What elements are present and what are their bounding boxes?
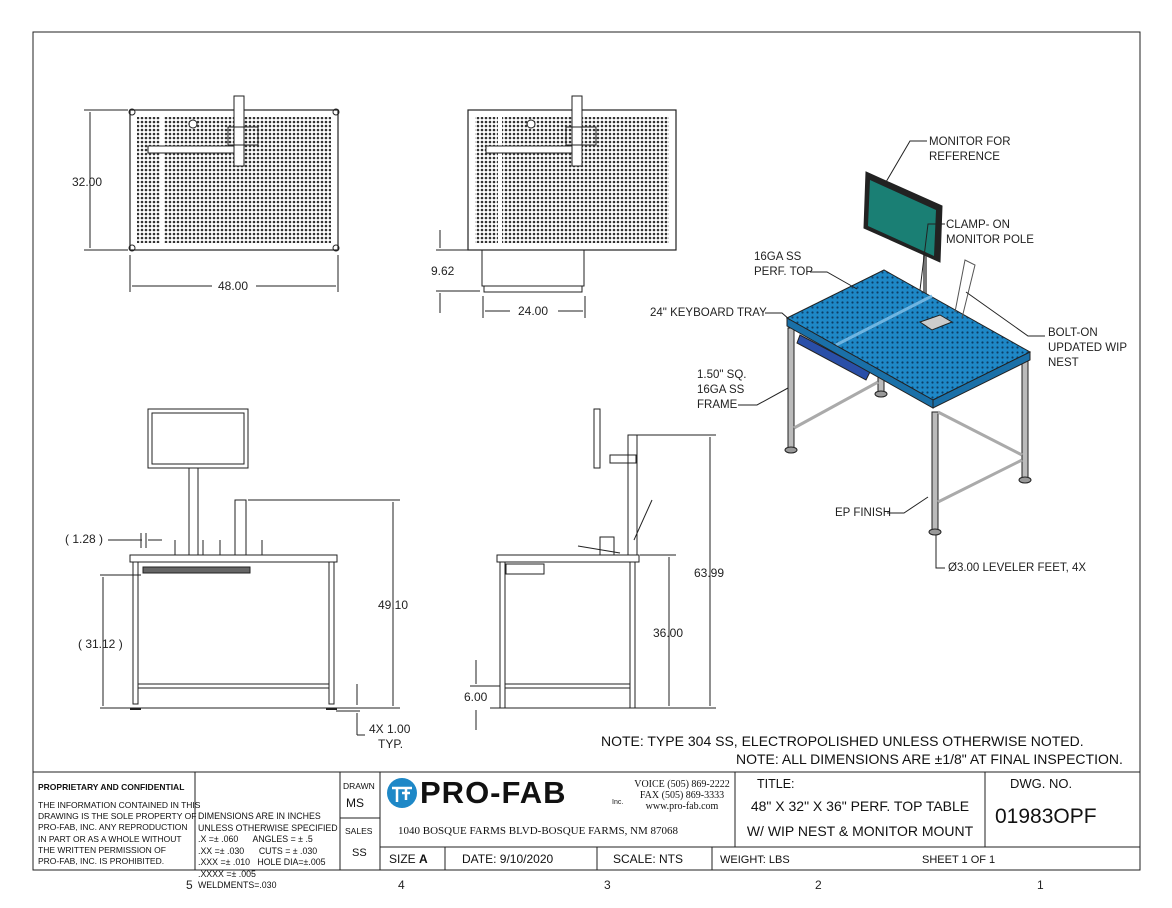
note-dimensions: NOTE: ALL DIMENSIONS ARE ±1/8" AT FINAL … [736,751,1123,767]
sales-label: SALES [345,826,373,836]
zone-5: 5 [186,878,193,892]
weight-field: WEIGHT: LBS [720,854,790,866]
dwg-no-label: DWG. NO. [1010,776,1073,791]
company-logo-text: PRO-FAB [420,775,567,810]
dim-feet-typ: TYP. [378,737,404,751]
dim-depth: 32.00 [72,175,103,189]
company-address: 1040 BOSQUE FARMS BLVD-BOSQUE FARMS, NM … [398,825,679,837]
title-block-lines [33,771,1140,870]
dim-tray-depth: 9.62 [431,264,455,278]
front-view [100,408,400,736]
proprietary-title: PROPRIETARY AND CONFIDENTIAL [38,782,185,792]
date-field: DATE: 9/10/2020 [462,852,554,866]
drawn-value: MS [346,796,364,810]
dim-width: 48.00 [218,279,249,293]
dim-crossbar-height: 6.00 [464,690,488,704]
dim-offset: ( 1.28 ) [65,532,104,546]
dim-tray-width: 24.00 [518,304,549,318]
dim-table-height: 36.00 [653,626,684,640]
sheet-field: SHEET 1 OF 1 [922,854,996,866]
scale-field: SCALE: NTS [613,852,684,866]
side-view [470,408,716,730]
dim-overall-height: 63.99 [694,566,725,580]
dwg-no: 01983OPF [995,805,1097,828]
isometric-view [738,140,1045,569]
dim-tray-height: ( 31.12 ) [78,637,123,651]
note-material: NOTE: TYPE 304 SS, ELECTROPOLISHED UNLES… [601,733,1084,749]
dim-feet: 4X 1.00 [369,722,411,736]
dim-nest-height: 49.10 [378,598,409,612]
zone-3: 3 [604,878,611,892]
title-label: TITLE: [757,777,795,791]
callout-finish: EP FINISH [835,507,892,519]
company-suffix: Inc. [612,799,624,806]
sheet-border [32,31,1141,871]
callout-keyboard-tray: 24" KEYBOARD TRAY [650,307,767,319]
zone-2: 2 [815,878,822,892]
zone-1: 1 [1037,878,1044,892]
drawn-label: DRAWN [343,781,375,791]
zone-4: 4 [398,878,405,892]
pro-fab-logo-mark [387,778,417,808]
sales-value: SS [352,847,367,859]
top-view-tray [436,95,677,318]
callout-feet: Ø3.00 LEVELER FEET, 4X [948,562,1087,574]
top-view [84,95,340,292]
size-field: SIZE A [389,852,428,866]
